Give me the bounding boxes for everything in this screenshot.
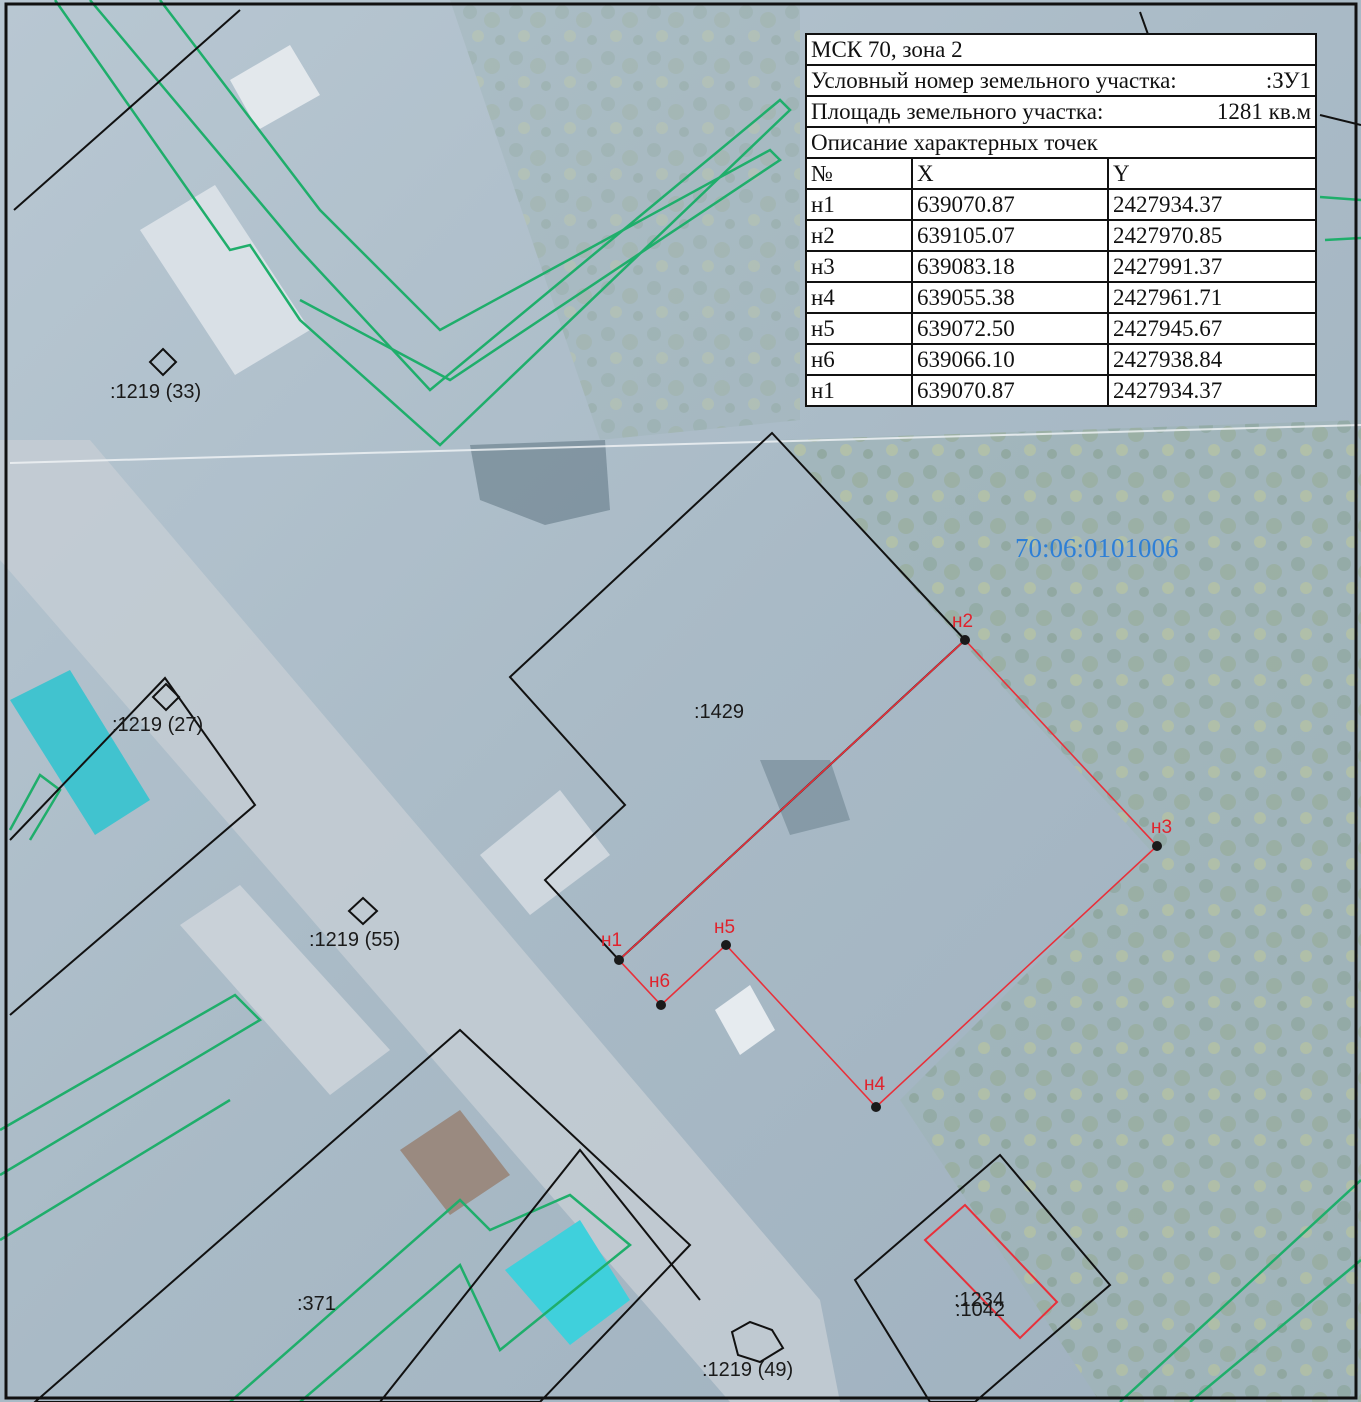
building <box>505 1220 630 1345</box>
building <box>10 670 150 835</box>
table-row: н4 639055.38 2427961.71 <box>805 281 1317 314</box>
point-x: 639072.50 <box>911 312 1109 345</box>
forest-area-north <box>450 0 800 440</box>
point-number: н1 <box>805 188 913 221</box>
point-y: 2427945.67 <box>1107 312 1317 345</box>
points-caption: Описание характерных точек <box>805 126 1317 159</box>
point-x: 639055.38 <box>911 281 1109 314</box>
forest-area <box>780 420 1361 1402</box>
pond <box>470 440 610 525</box>
cadastral-quarter-label: 70:06:0101006 <box>1015 533 1179 563</box>
point-number: н3 <box>805 250 913 283</box>
point-number: н4 <box>805 281 913 314</box>
point-number: н5 <box>805 312 913 345</box>
point-y: 2427991.37 <box>1107 250 1317 283</box>
vertex-points <box>614 635 1162 1112</box>
point-x: 639070.87 <box>911 188 1109 221</box>
road <box>0 440 840 1402</box>
table-row: Площадь земельного участка: 1281 кв.м <box>805 95 1317 128</box>
vertex-label-n2: н2 <box>952 611 973 632</box>
table-row: Описание характерных точек <box>805 126 1317 159</box>
point-y: 2427934.37 <box>1107 188 1317 221</box>
point-x: 639066.10 <box>911 343 1109 376</box>
parcel-number-value: :ЗУ1 <box>1265 68 1311 93</box>
vertex-n3 <box>1152 841 1162 851</box>
label-1219-49: :1219 (49) <box>702 1359 793 1381</box>
marker-1219-55[interactable] <box>347 896 379 926</box>
point-number: н2 <box>805 219 913 252</box>
point-y: 2427934.37 <box>1107 374 1317 407</box>
building <box>400 1110 510 1215</box>
point-y: 2427970.85 <box>1107 219 1317 252</box>
point-x: 639070.87 <box>911 374 1109 407</box>
label-1219-33: :1219 (33) <box>110 381 201 403</box>
building <box>180 885 390 1095</box>
table-row: н3 639083.18 2427991.37 <box>805 250 1317 283</box>
pond <box>760 760 850 835</box>
column-header-y: Y <box>1107 157 1317 190</box>
point-x: 639105.07 <box>911 219 1109 252</box>
table-row: н5 639072.50 2427945.67 <box>805 312 1317 345</box>
parcel-number-label: Условный номер земельного участка: <box>811 68 1177 93</box>
building <box>480 790 610 915</box>
vertex-label-n6: н6 <box>649 971 670 992</box>
point-number: н1 <box>805 374 913 407</box>
table-row: н1 639070.87 2427934.37 <box>805 188 1317 221</box>
area-value: 1281 кв.м <box>1216 99 1311 124</box>
marker-1219-27[interactable] <box>151 682 181 712</box>
label-1219-27: :1219 (27) <box>112 714 203 736</box>
vertex-label-n1: н1 <box>601 930 622 951</box>
parcel-1234-boundary[interactable] <box>923 1203 1059 1340</box>
vertex-n5 <box>721 940 731 950</box>
vertex-label-n4: н4 <box>864 1074 885 1095</box>
area-cell: Площадь земельного участка: 1281 кв.м <box>805 95 1317 128</box>
marker-1219-49[interactable] <box>730 1320 785 1364</box>
table-row: н6 639066.10 2427938.84 <box>805 343 1317 376</box>
column-header-no: № <box>805 157 913 190</box>
vertex-n6 <box>656 1000 666 1010</box>
table-header-row: № X Y <box>805 157 1317 190</box>
coordinates-table: МСК 70, зона 2 Условный номер земельного… <box>805 33 1317 407</box>
building <box>230 45 320 130</box>
parcel-number-cell: Условный номер земельного участка: :ЗУ1 <box>805 64 1317 97</box>
vertex-n4 <box>871 1102 881 1112</box>
label-1219-55: :1219 (55) <box>309 929 400 951</box>
vertex-label-n5: н5 <box>714 917 735 938</box>
table-row: Условный номер земельного участка: :ЗУ1 <box>805 64 1317 97</box>
coordinate-system: МСК 70, зона 2 <box>805 33 1317 66</box>
label-371: :371 <box>297 1293 336 1315</box>
building <box>715 985 775 1055</box>
point-y: 2427961.71 <box>1107 281 1317 314</box>
column-header-x: X <box>911 157 1109 190</box>
table-row: н2 639105.07 2427970.85 <box>805 219 1317 252</box>
label-1234: :1234 <box>954 1289 1004 1311</box>
marker-1219-33[interactable] <box>148 347 178 377</box>
point-x: 639083.18 <box>911 250 1109 283</box>
table-row: н1 639070.87 2427934.37 <box>805 374 1317 407</box>
vertex-n2 <box>960 635 970 645</box>
area-label: Площадь земельного участка: <box>811 99 1104 124</box>
point-number: н6 <box>805 343 913 376</box>
point-y: 2427938.84 <box>1107 343 1317 376</box>
label-1042: :1042 <box>955 1299 1005 1321</box>
building <box>140 185 310 375</box>
table-row: МСК 70, зона 2 <box>805 33 1317 66</box>
vertex-n1 <box>614 955 624 965</box>
label-1429: :1429 <box>694 701 744 723</box>
map-frame <box>4 2 1358 1400</box>
vertex-label-n3: н3 <box>1151 817 1172 838</box>
sheet-seam <box>9 424 1361 464</box>
